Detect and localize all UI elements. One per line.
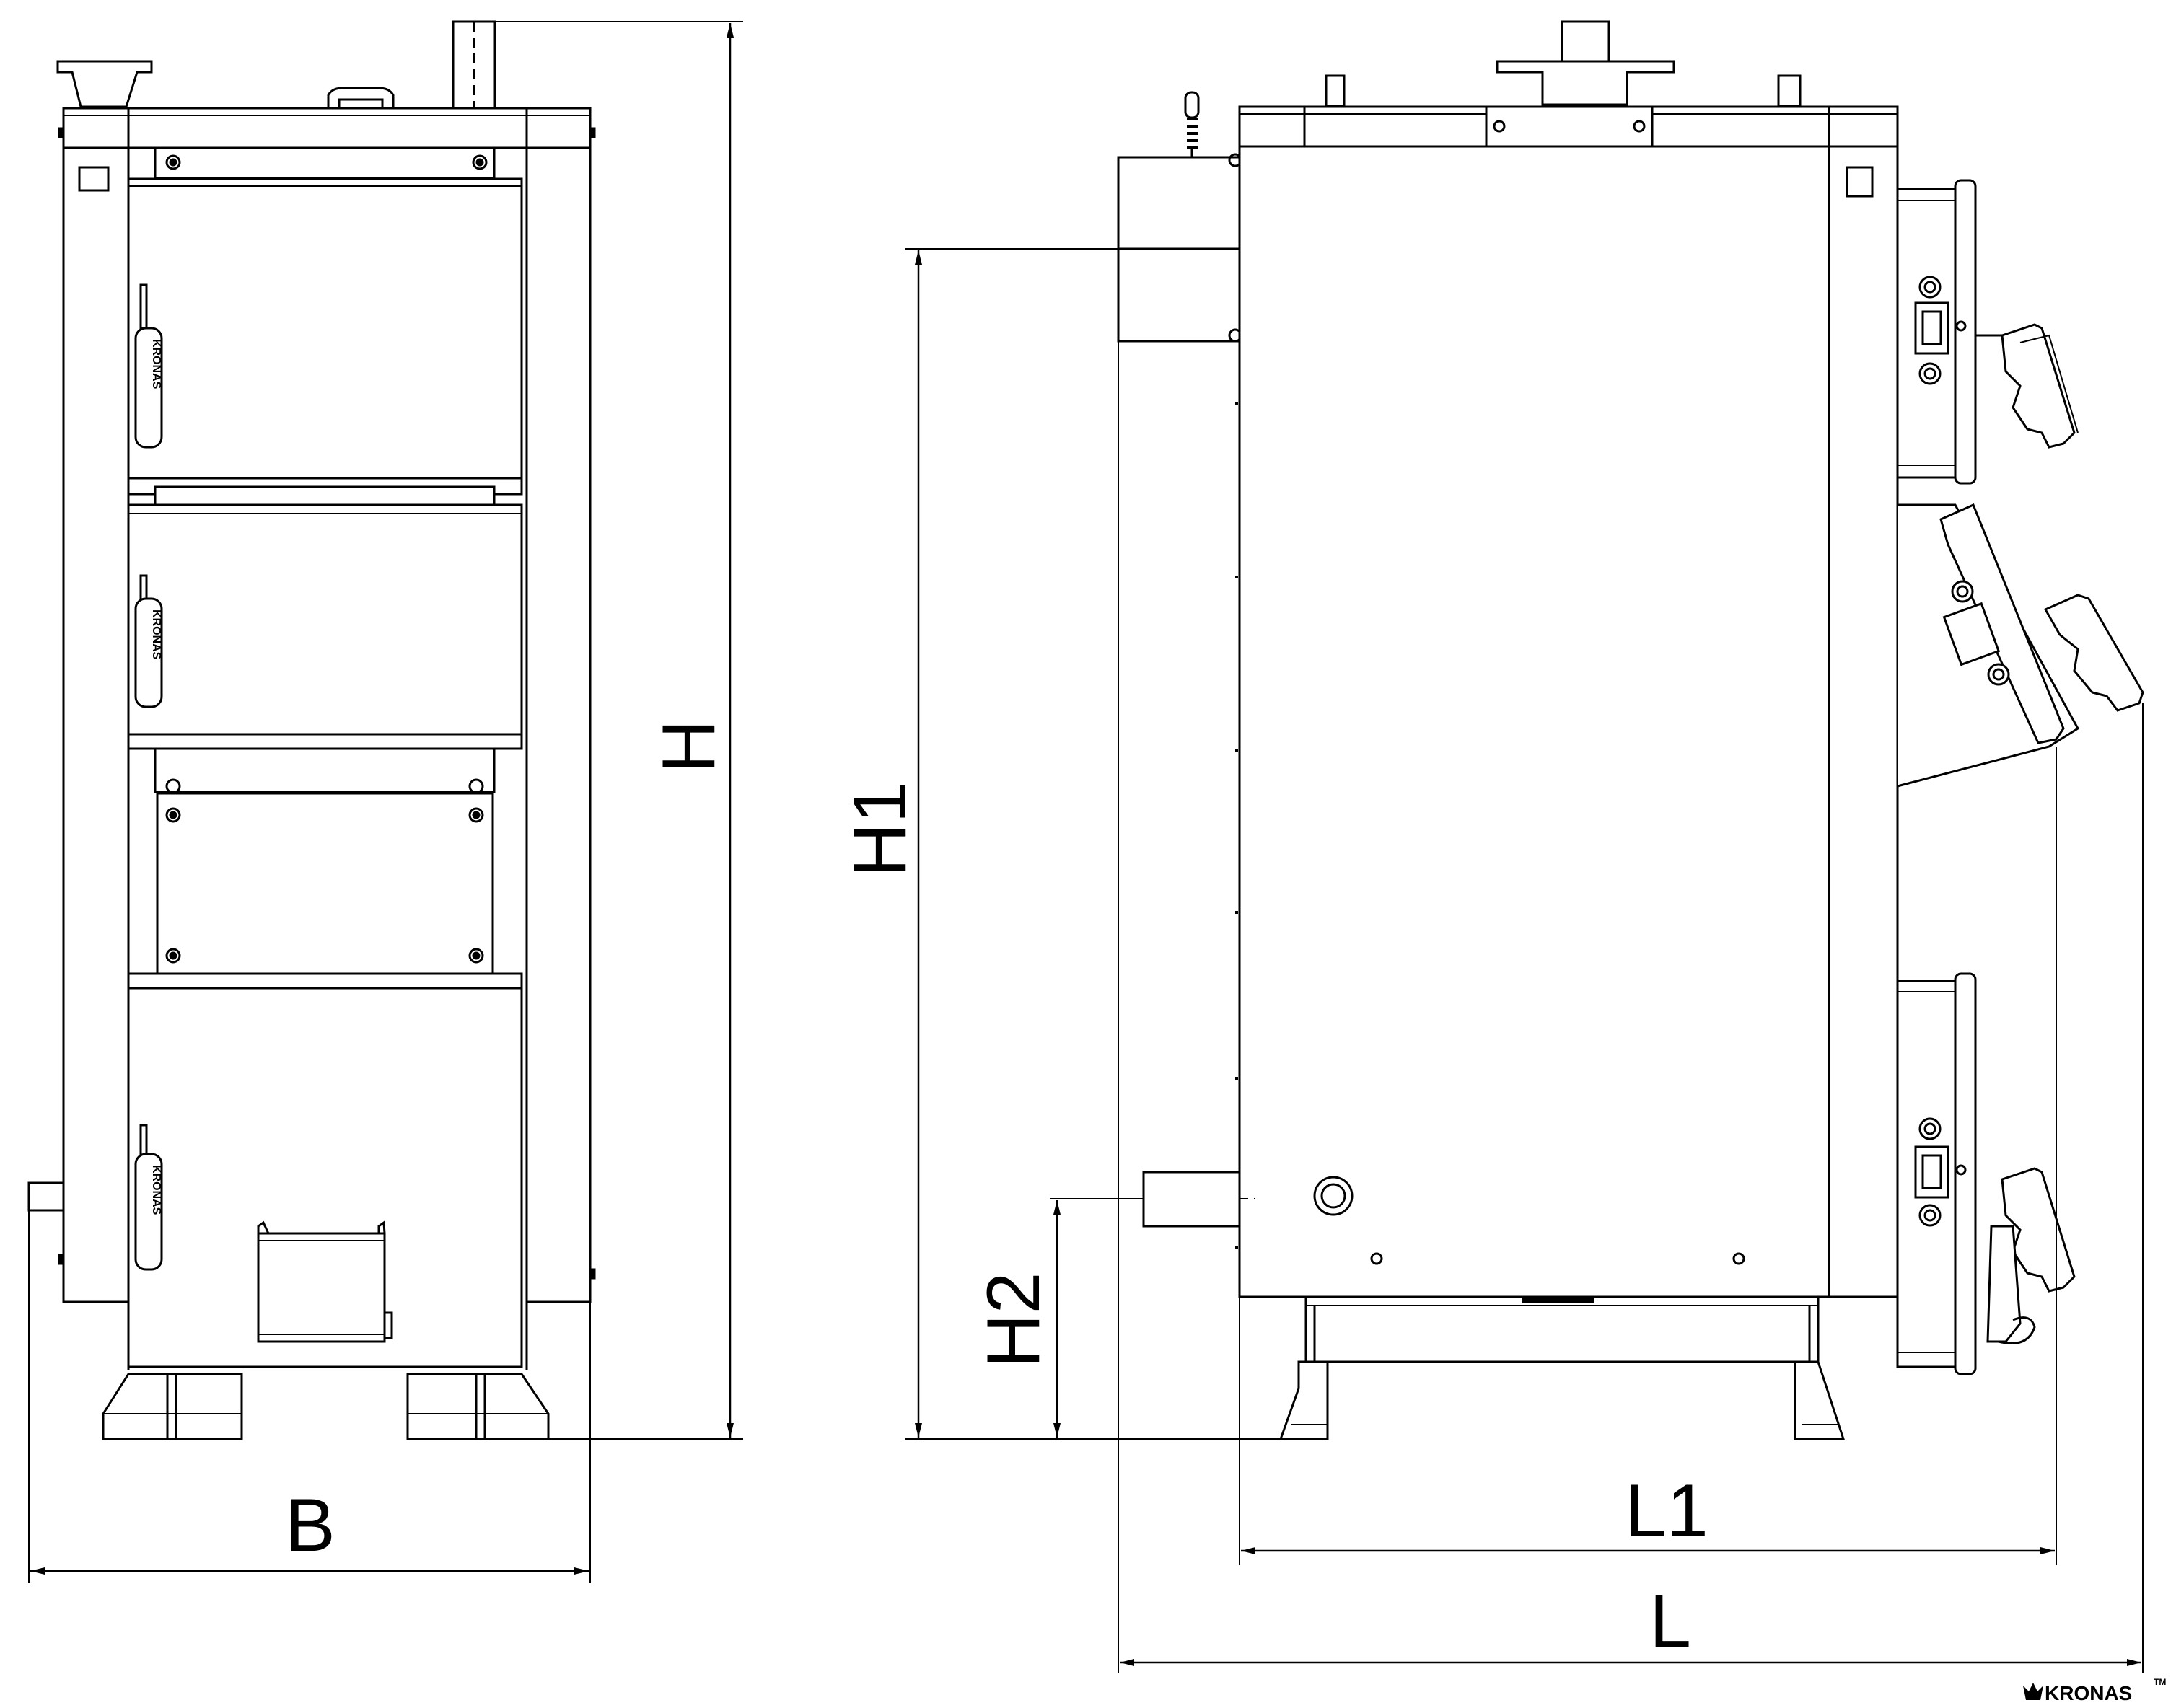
side-main-body [1238,145,1899,1298]
dim-label-L: L [1649,1580,1691,1663]
side-drain-valve [1313,1176,1354,1216]
front-upper-door [127,177,523,480]
side-flue-outlet [1561,20,1610,63]
front-inspection-panel [154,747,496,793]
side-base-frame [1304,1295,1820,1363]
side-middle-door [1897,503,2144,788]
side-dimensions [905,248,2144,1673]
front-left-foot [102,1373,243,1440]
front-left-column [62,146,130,1303]
front-top-handle [327,87,395,108]
front-right-column [525,146,592,1303]
front-top-plate [154,146,496,180]
dim-label-H: H [647,719,731,773]
kronas-logo: KRONAS TM [2023,1677,2166,1704]
crown-icon [2023,1683,2043,1700]
side-left-foot [1278,1360,1329,1440]
front-top-connector [56,60,153,108]
dim-label-B: B [285,1484,335,1567]
logo-text: KRONAS [2045,1682,2132,1704]
front-middle-door-handle: KRONAS [134,574,163,708]
side-flue-flange [1496,60,1675,106]
front-middle-door [127,503,523,736]
side-temperature-sensor [1184,91,1200,157]
logo-trademark: TM [2154,1677,2166,1687]
door-brand-label: KRONAS [150,339,162,389]
front-view: KRONAS KRONAS KRONAS [27,20,596,1440]
side-view [1117,20,2144,1440]
dim-label-H1: H1 [838,782,922,878]
front-lower-door [127,972,523,990]
dim-label-L1: L1 [1625,1469,1708,1553]
front-dimensions [28,21,743,1583]
side-right-foot [1794,1360,1846,1440]
front-water-pipe [27,1181,65,1212]
dim-label-H2: H2 [972,1272,1056,1368]
front-right-foot [406,1373,550,1440]
door-brand-label-3: KRONAS [150,1165,162,1215]
front-lower-door-handle: KRONAS [134,1124,163,1271]
front-upper-door-handle: KRONAS [134,283,163,449]
side-upper-door [1896,179,2079,485]
front-air-damper [257,1232,386,1343]
door-brand-label-2: KRONAS [150,609,162,660]
front-cleaning-panel [156,792,494,975]
side-middle-door-lever [2043,594,2144,712]
side-return-pipe [1142,1171,1241,1228]
side-body-marks [1235,402,1238,1249]
side-lower-door [1896,972,2076,1375]
side-upper-door-lever [2001,323,2076,449]
